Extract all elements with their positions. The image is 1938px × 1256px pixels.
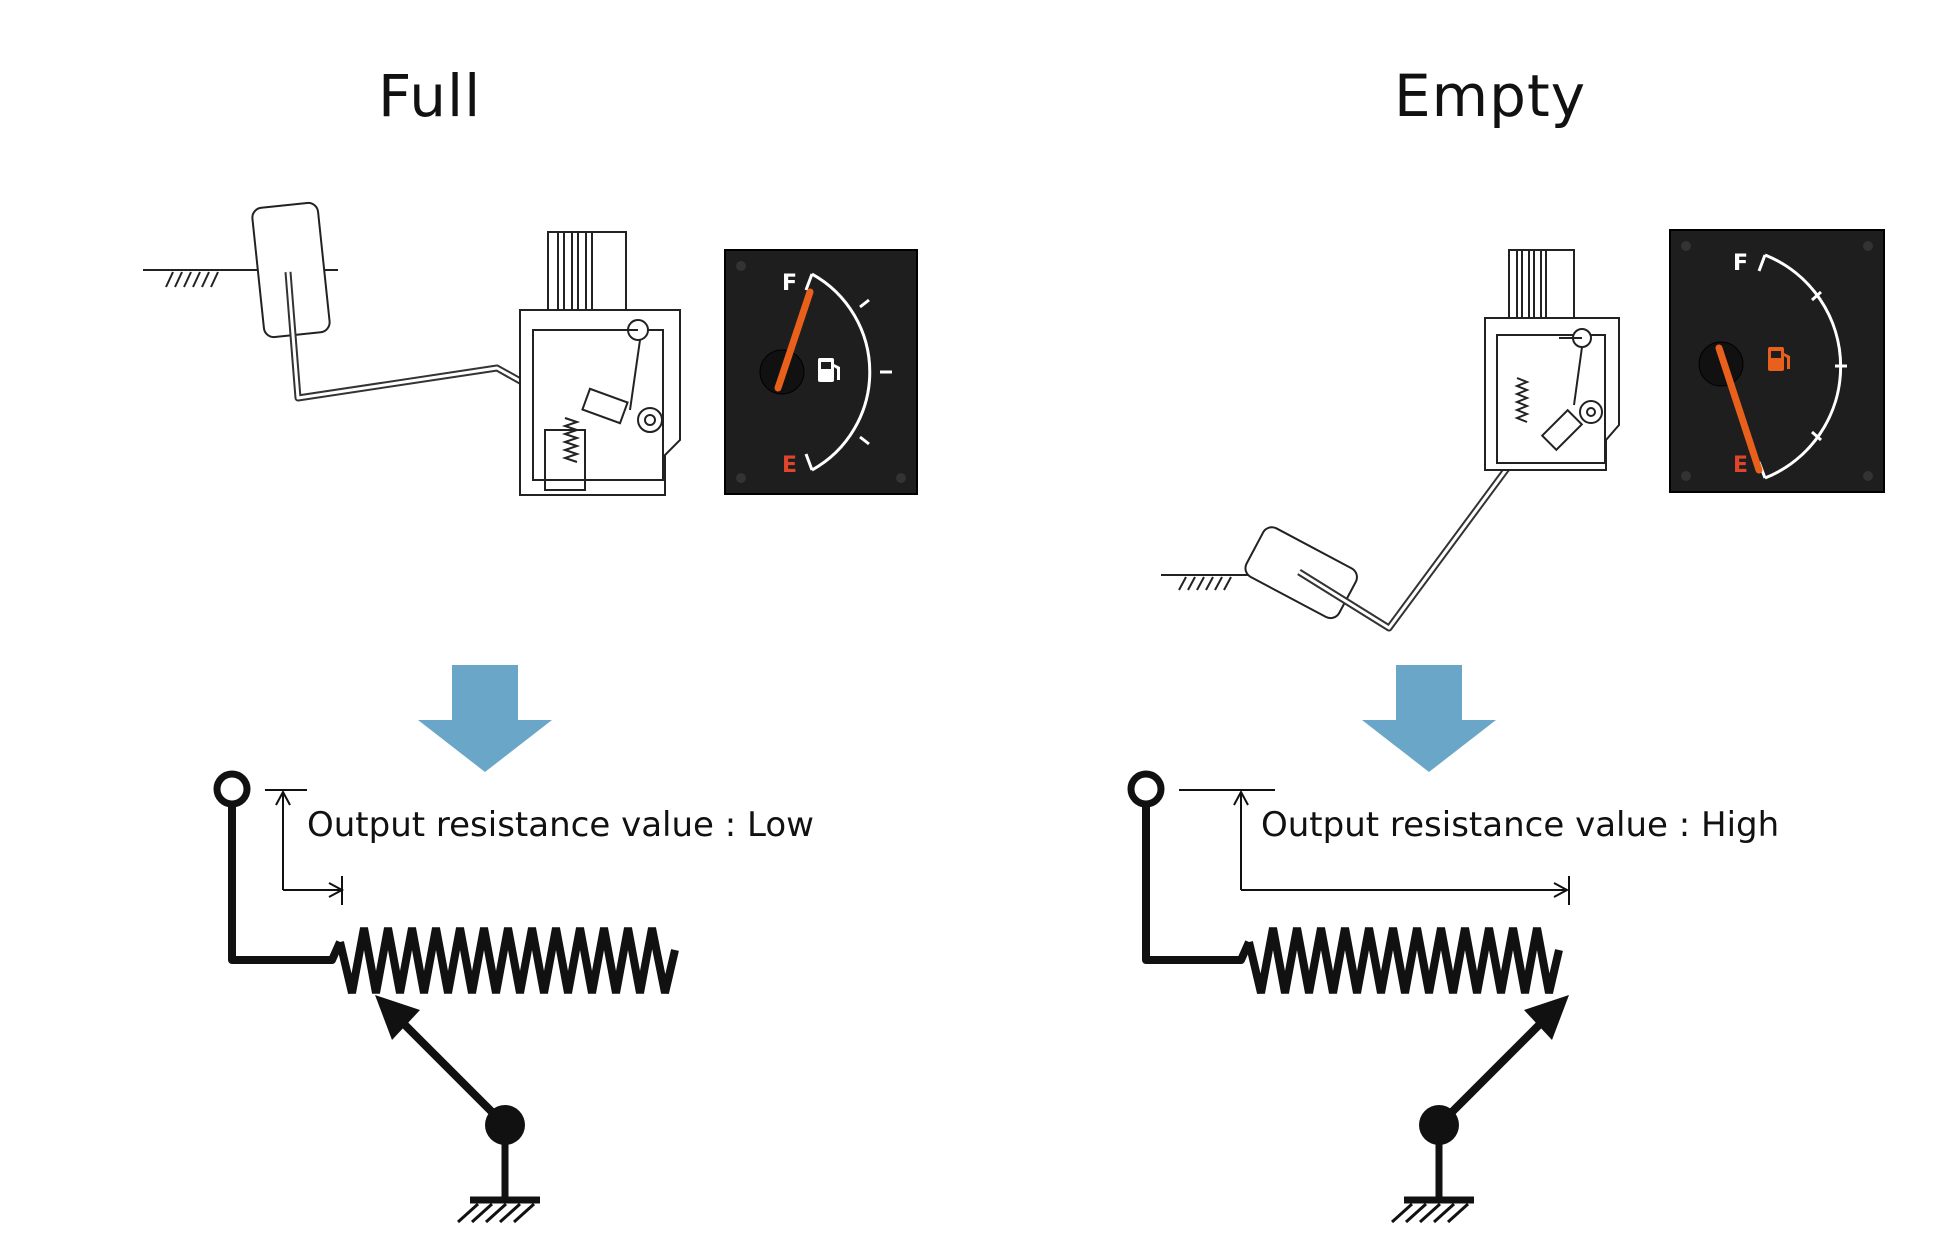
resistor-coil xyxy=(1245,927,1563,994)
circuit-diagram xyxy=(1127,770,1570,1128)
panel-title-empty: Empty xyxy=(1394,62,1587,130)
gauge-full-mark: F xyxy=(782,271,797,296)
ground-icon xyxy=(456,1140,540,1224)
resistance-label-empty: Output resistance value : High xyxy=(1261,805,1780,845)
wiper-arrowhead xyxy=(1524,995,1569,1040)
panel-empty: F E xyxy=(969,0,1938,1256)
wiper-arrowhead xyxy=(375,995,420,1040)
fuel-gauge: F E xyxy=(1669,229,1885,493)
empty-drawing: F E xyxy=(1127,229,1885,1224)
gauge-needle xyxy=(1715,344,1763,474)
panel-title-full: Full xyxy=(378,62,482,130)
float-icon xyxy=(251,201,331,339)
sender-unit xyxy=(1484,249,1620,471)
terminal-icon xyxy=(1127,770,1165,808)
terminal-icon xyxy=(213,770,251,808)
gauge-full-mark: F xyxy=(1733,251,1748,276)
circuit-diagram xyxy=(213,770,679,1128)
resistor-coil xyxy=(336,927,679,994)
gauge-empty-mark: E xyxy=(1733,453,1748,478)
ground-icon xyxy=(1390,1140,1474,1224)
fuel-pump-icon xyxy=(818,358,840,382)
down-arrow-icon xyxy=(1362,665,1496,772)
fuel-gauge: F E xyxy=(724,249,918,495)
gauge-empty-mark: E xyxy=(782,453,797,478)
gauge-needle xyxy=(774,288,814,392)
resistance-label-full: Output resistance value : Low xyxy=(307,805,814,845)
full-drawing: F E xyxy=(143,201,918,1224)
wiper-pivot xyxy=(485,1105,525,1145)
wiper-pivot xyxy=(1419,1105,1459,1145)
fuel-pump-icon xyxy=(1768,347,1790,371)
panel-full: F E xyxy=(143,62,918,1224)
down-arrow-icon xyxy=(418,665,552,772)
sender-unit xyxy=(519,231,681,496)
